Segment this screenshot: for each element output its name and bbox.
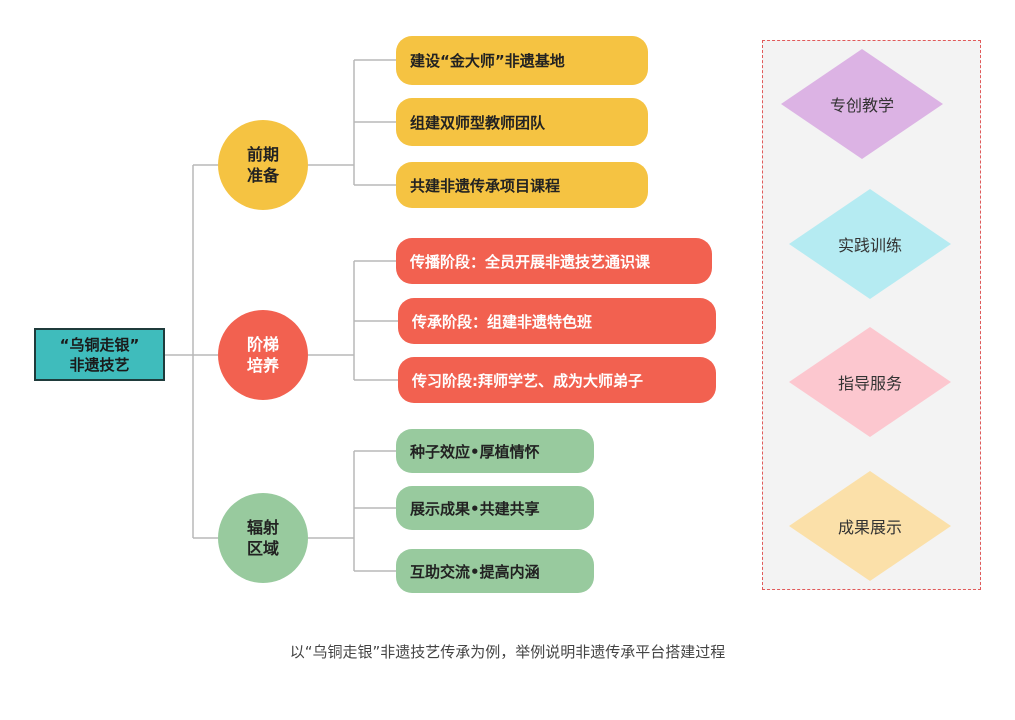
item-node: 建设“金大师”非遗基地 (396, 36, 648, 85)
diamond-label: 专创教学 (829, 96, 894, 115)
diamond-node: 成果展示 (789, 471, 951, 581)
branch-node-radiation: 辐射 区域 (218, 493, 308, 583)
branch-label-line2: 准备 (246, 166, 279, 185)
item-node: 组建双师型教师团队 (396, 98, 648, 146)
branch-label-line2: 区域 (246, 539, 279, 558)
root-node: “乌铜走银” 非遗技艺 (34, 328, 165, 381)
item-label: 传习阶段:拜师学艺、成为大师弟子 (412, 371, 644, 390)
diamond-shape (789, 189, 951, 299)
item-label: 种子效应•厚植情怀 (410, 442, 540, 461)
item-label: 展示成果•共建共享 (410, 499, 540, 518)
diamond-label: 实践训练 (837, 236, 902, 255)
item-label: 传承阶段：组建非遗特色班 (412, 312, 593, 331)
item-label: 组建双师型教师团队 (410, 113, 546, 132)
root-title-line2: 非遗技艺 (69, 355, 130, 374)
item-label: 传播阶段：全员开展非遗技艺通识课 (410, 252, 651, 271)
diamond-node: 实践训练 (789, 189, 951, 299)
diamond-node: 专创教学 (781, 49, 943, 159)
figure-caption: 以“乌铜走银”非遗技艺传承为例，举例说明非遗传承平台搭建过程 (289, 643, 726, 661)
diamond-label: 成果展示 (837, 518, 902, 537)
item-label: 共建非遗传承项目课程 (410, 176, 561, 195)
diamond-shape (789, 471, 951, 581)
side-panel: 专创教学 实践训练 指导服务 成果展示 (762, 40, 981, 590)
item-node: 共建非遗传承项目课程 (396, 162, 648, 208)
diamond-label: 指导服务 (837, 374, 902, 393)
item-node: 互助交流•提高内涵 (396, 549, 594, 593)
diamond-node: 指导服务 (789, 327, 951, 437)
item-node: 传播阶段：全员开展非遗技艺通识课 (396, 238, 712, 284)
branch-label-line1: 前期 (246, 145, 279, 164)
item-node: 种子效应•厚植情怀 (396, 429, 594, 473)
item-node: 展示成果•共建共享 (396, 486, 594, 530)
root-title-line1: “乌铜走银” (59, 335, 140, 354)
item-label: 建设“金大师”非遗基地 (410, 52, 565, 70)
branch-label-line1: 辐射 (246, 518, 279, 537)
branch-node-preparation: 前期 准备 (218, 120, 308, 210)
item-node: 传习阶段:拜师学艺、成为大师弟子 (398, 357, 716, 403)
item-node: 传承阶段：组建非遗特色班 (398, 298, 716, 344)
diamond-shape (781, 49, 943, 159)
item-label: 互助交流•提高内涵 (410, 562, 540, 581)
branch-label-line1: 阶梯 (246, 335, 279, 354)
diamond-shape (789, 327, 951, 437)
branch-node-training: 阶梯 培养 (218, 310, 308, 400)
branch-label-line2: 培养 (246, 356, 279, 375)
